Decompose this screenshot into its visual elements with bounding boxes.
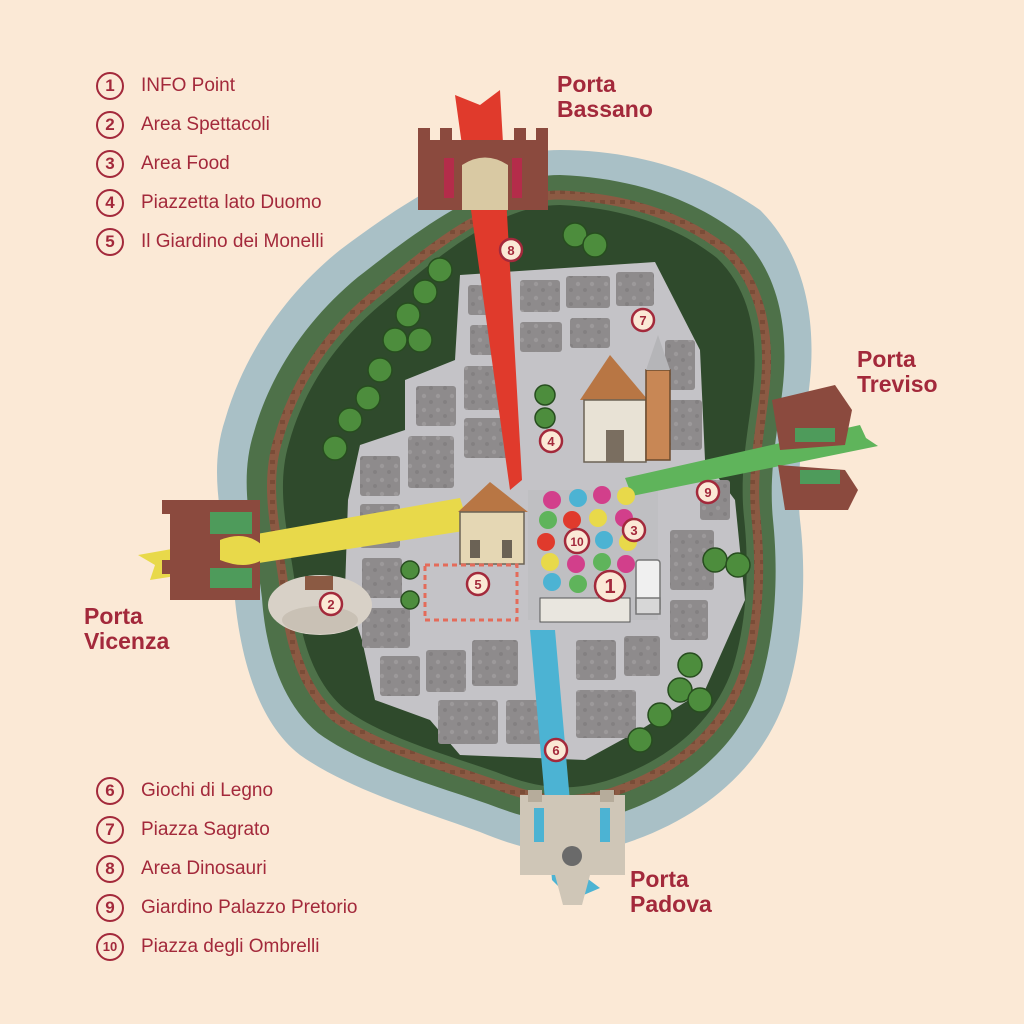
gate-label-line: Porta <box>557 71 616 97</box>
gate-label-line: Porta <box>630 866 689 892</box>
svg-text:3: 3 <box>630 523 637 538</box>
legend-number: 4 <box>96 188 124 217</box>
marker-2: 2 <box>318 591 344 617</box>
tower-gate-icon <box>520 790 625 905</box>
tower-gate-icon <box>418 128 548 210</box>
legend-item: 6 Giochi di Legno <box>96 771 358 810</box>
legend-label: Il Giardino dei Monelli <box>141 230 324 252</box>
bell-tower-icon <box>645 335 671 461</box>
gate-label-treviso: Porta Treviso <box>857 347 938 397</box>
legend-item: 2 Area Spettacoli <box>96 105 324 144</box>
legend-number: 6 <box>96 776 124 805</box>
legend-number: 7 <box>96 815 124 844</box>
food-stalls <box>539 597 631 623</box>
gate-label-line: Porta <box>84 603 143 629</box>
legend-item: 3 Area Food <box>96 144 324 183</box>
marker-4: 4 <box>538 428 564 454</box>
legend-item: 9 Giardino Palazzo Pretorio <box>96 888 358 927</box>
svg-text:7: 7 <box>639 313 646 328</box>
legend-label: Piazza degli Ombrelli <box>141 935 320 957</box>
legend-number: 8 <box>96 854 124 883</box>
legend-item: 1 INFO Point <box>96 66 324 105</box>
gate-label-line: Bassano <box>557 96 653 122</box>
legend-item: 5 Il Giardino dei Monelli <box>96 222 324 261</box>
truck-icon <box>635 559 661 615</box>
legend-item: 8 Area Dinosauri <box>96 849 358 888</box>
gate-label-line: Vicenza <box>84 628 170 654</box>
legend-bottom: 6 Giochi di Legno 7 Piazza Sagrato 8 Area D… <box>96 771 358 966</box>
gate-label-padova: Porta Padova <box>630 867 712 917</box>
marker-3: 3 <box>621 517 647 543</box>
gate-label-line: Porta <box>857 346 916 372</box>
svg-text:6: 6 <box>552 743 559 758</box>
arrow-porta-padova <box>530 630 600 900</box>
legend-number: 9 <box>96 893 124 922</box>
legend-label: Area Dinosauri <box>141 857 267 879</box>
legend-label: INFO Point <box>141 74 235 96</box>
legend-number: 3 <box>96 149 124 178</box>
legend-label: Giochi di Legno <box>141 779 274 801</box>
svg-text:8: 8 <box>507 243 514 258</box>
map-markers: 1 2 3 4 5 6 7 8 9 10 <box>318 237 721 763</box>
marker-9: 9 <box>695 479 721 505</box>
legend-item: 7 Piazza Sagrato <box>96 810 358 849</box>
legend-label: Giardino Palazzo Pretorio <box>141 896 358 918</box>
marker-1: 1 <box>593 569 627 603</box>
legend-number: 2 <box>96 110 124 139</box>
svg-text:4: 4 <box>547 434 555 449</box>
legend-label: Area Food <box>141 152 230 174</box>
legend-item: 10 Piazza degli Ombrelli <box>96 927 358 966</box>
marker-10: 10 <box>563 527 591 555</box>
tower-gate-icon <box>772 385 858 510</box>
legend-label: Piazza Sagrato <box>141 818 270 840</box>
marker-6: 6 <box>543 737 569 763</box>
svg-text:2: 2 <box>327 597 334 612</box>
umbrella-icon <box>537 486 637 593</box>
gate-label-vicenza: Porta Vicenza <box>84 604 169 654</box>
legend-label: Piazzetta lato Duomo <box>141 191 322 213</box>
svg-text:5: 5 <box>474 577 481 592</box>
legend-number: 10 <box>96 932 124 961</box>
gate-label-bassano: Porta Bassano <box>557 72 653 122</box>
svg-text:10: 10 <box>570 535 584 549</box>
church-icon <box>580 355 648 463</box>
tree-icon <box>322 222 751 753</box>
legend-label: Area Spettacoli <box>141 113 270 135</box>
legend-number: 5 <box>96 227 124 256</box>
tower-gate-icon <box>162 500 262 600</box>
gate-label-line: Padova <box>630 891 712 917</box>
legend-number: 1 <box>96 71 124 100</box>
svg-text:1: 1 <box>604 576 615 598</box>
marker-5: 5 <box>465 571 491 597</box>
legend-item: 4 Piazzetta lato Duomo <box>96 183 324 222</box>
svg-text:9: 9 <box>704 485 711 500</box>
marker-7: 7 <box>630 307 656 333</box>
marker-8: 8 <box>498 237 524 263</box>
gate-label-line: Treviso <box>857 371 938 397</box>
city-blocks <box>360 272 730 744</box>
